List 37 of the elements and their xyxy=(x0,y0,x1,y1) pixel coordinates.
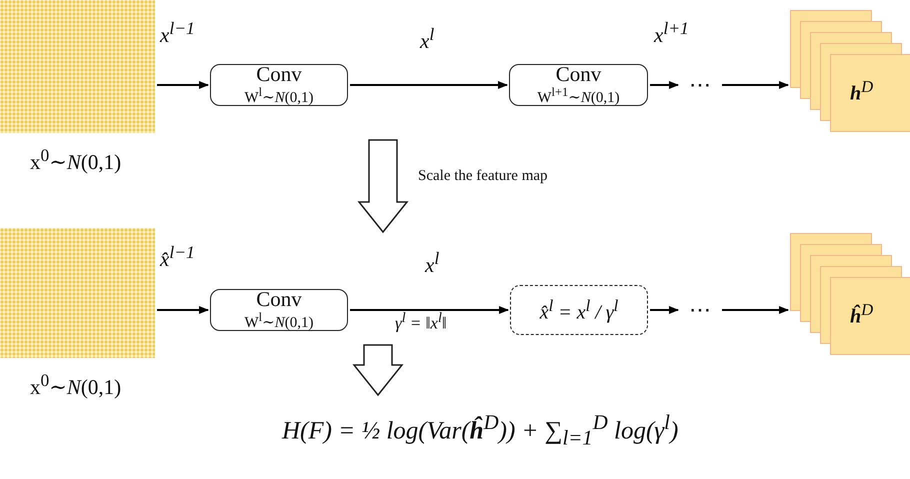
arrow xyxy=(350,81,508,89)
formula-text: W$^{l+1}$∼N(0,1) xyxy=(537,86,620,107)
process-box xyxy=(509,64,648,106)
noise-texture xyxy=(0,228,155,358)
layer-name: x̂$^{l}$ = x$^{l}$ / γ$^{l}$ xyxy=(540,296,618,324)
arrow xyxy=(650,81,679,89)
arrow xyxy=(722,306,789,314)
feature-map-stack xyxy=(790,10,910,135)
noise-caption: x$^{0}$∼N(0,1) xyxy=(30,370,122,400)
edge-label: x$^{l+1}$ xyxy=(654,18,689,48)
layer-name: Conv xyxy=(256,288,302,312)
ellipsis: ⋯ xyxy=(689,72,711,98)
ellipsis: ⋯ xyxy=(689,298,711,322)
formula-text: W$^{l}$∼N(0,1) xyxy=(244,86,314,107)
note-text: Scale the feature map xyxy=(418,168,548,185)
edge-label: x$^{l}$ xyxy=(425,248,440,278)
formula-text: H(F) = ½ log(Var(ĥ$^{D}$)) + ∑$_{l=1}$$^{D}$ log(γ$^{l}$) xyxy=(282,410,678,450)
layer-name: Conv xyxy=(256,63,302,86)
arrow xyxy=(350,306,509,314)
noise-texture xyxy=(0,0,155,133)
edge-label: x$^{l}$ xyxy=(420,24,434,54)
formula-text: W$^{l}$∼N(0,1) xyxy=(244,311,314,332)
noise-caption: x$^{0}$∼N(0,1) xyxy=(30,145,122,175)
edge-label: x$^{l−1}$ xyxy=(160,18,195,48)
arrow xyxy=(157,306,209,314)
process-box xyxy=(210,289,348,331)
layer-name: Conv xyxy=(556,63,602,86)
feature-map-label: h$^{D}$ xyxy=(850,78,874,105)
feature-map-label: ĥ$^{D}$ xyxy=(850,301,874,328)
feature-map-stack xyxy=(790,233,910,358)
arrow xyxy=(650,306,679,314)
arrow xyxy=(157,81,209,89)
formula-text: γ$^{l}$ = ‖x$^{l}$‖ xyxy=(395,310,447,334)
edge-label: x̂$^{l−1}$ xyxy=(160,242,195,272)
arrow xyxy=(722,81,789,89)
process-box xyxy=(210,64,348,106)
process-box xyxy=(510,285,648,335)
